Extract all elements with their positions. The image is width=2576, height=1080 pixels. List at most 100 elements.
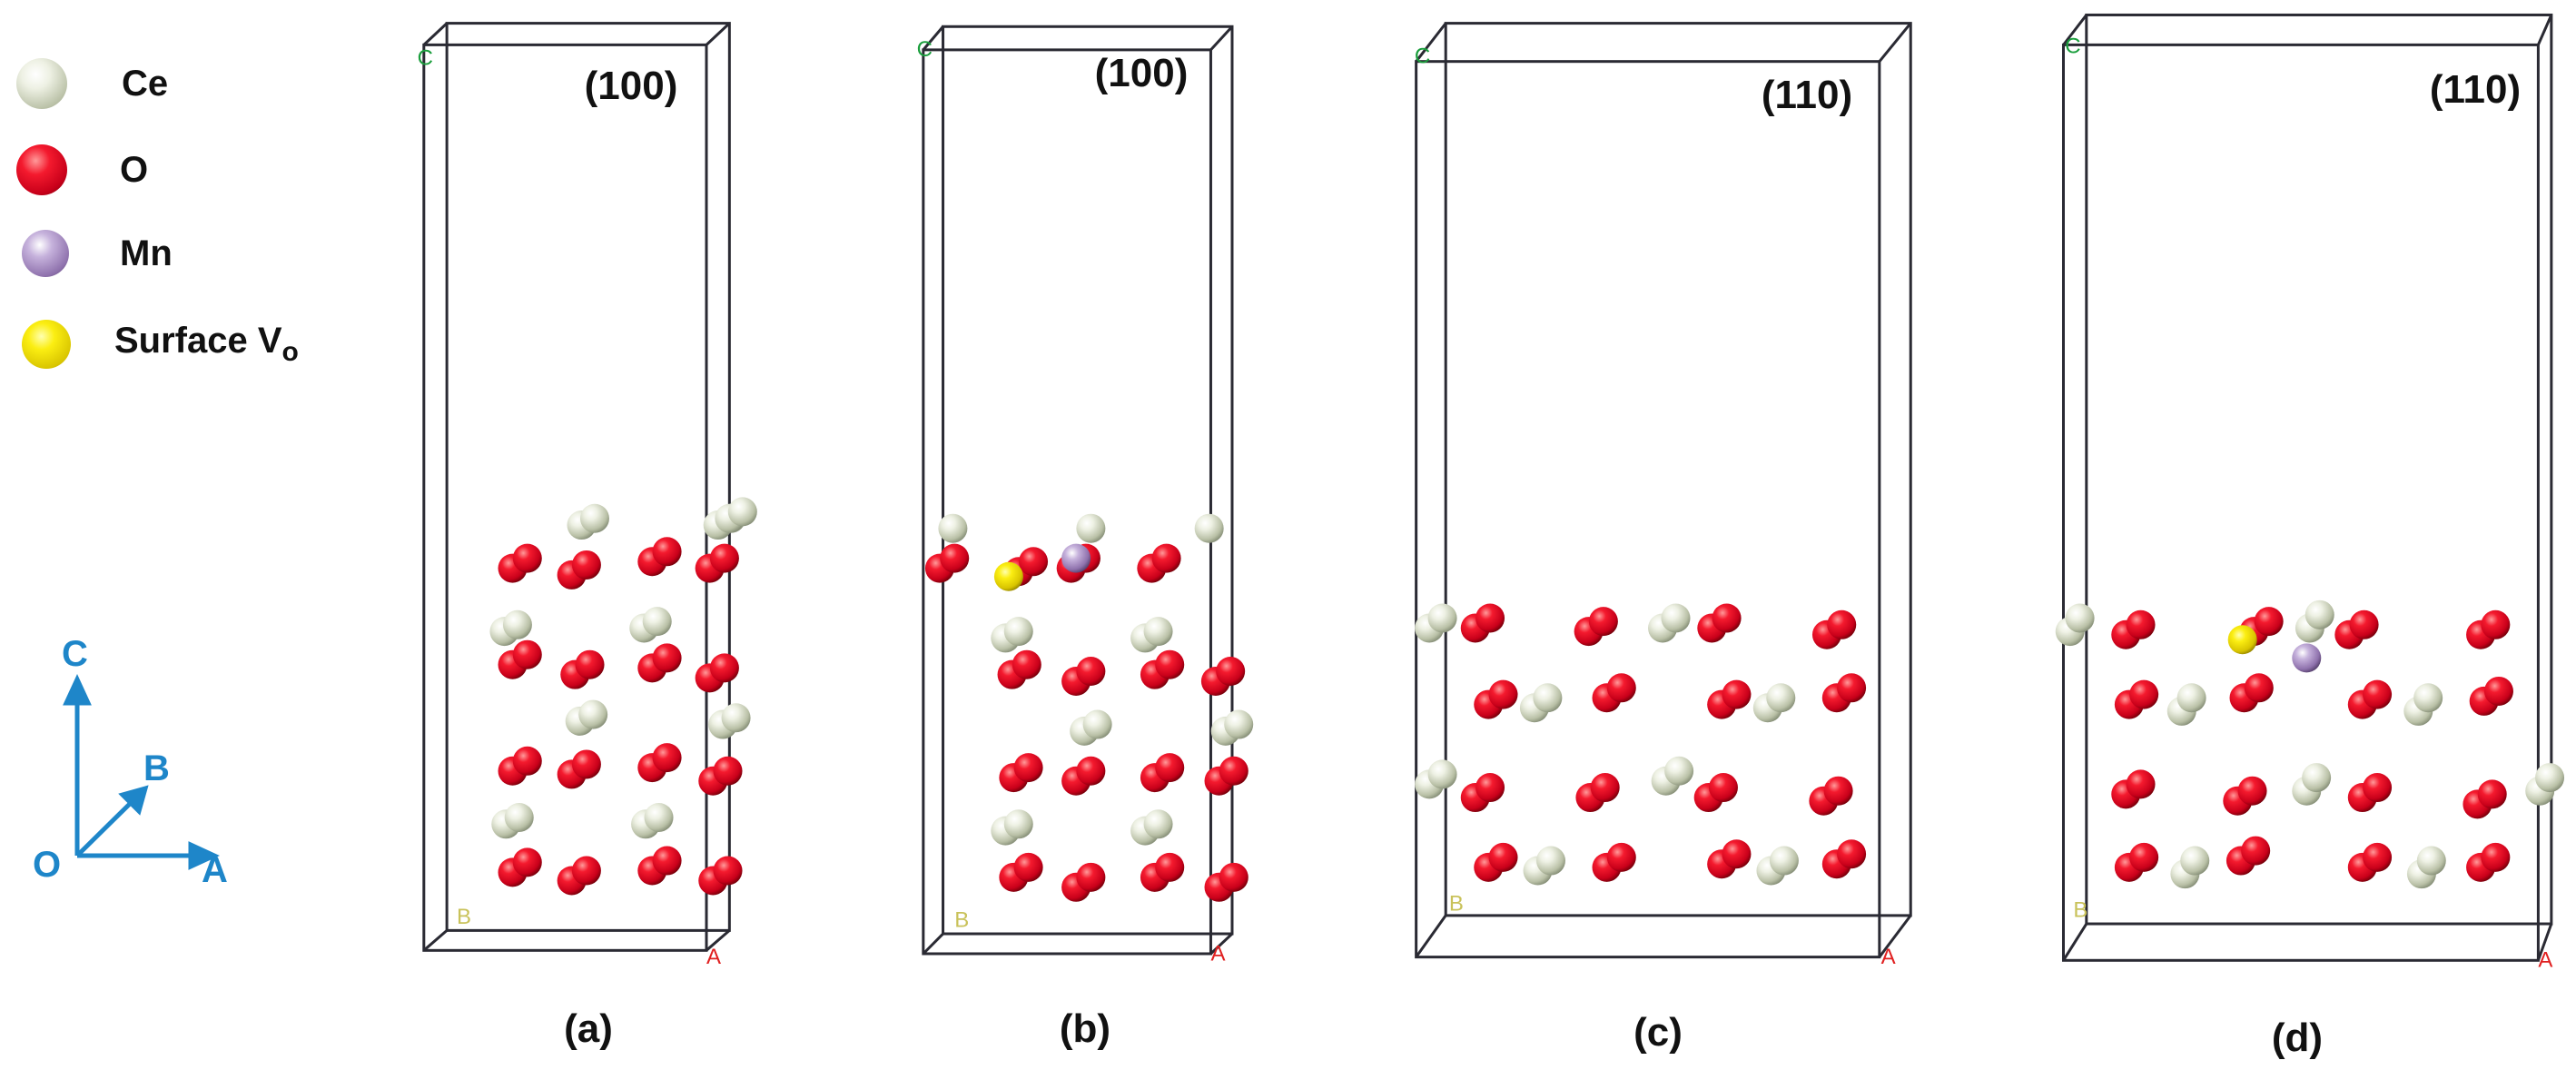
o-atom [2481, 842, 2511, 872]
o-atom [512, 746, 542, 776]
cell-front-face [1415, 60, 1881, 959]
o-atom [2241, 836, 2271, 866]
o-atom [2126, 769, 2156, 799]
c-axis-arrowhead [63, 674, 92, 706]
cell-edge [1209, 932, 1234, 956]
atom-layer [489, 497, 2565, 902]
o-atom [1076, 657, 1106, 687]
o-atom [2237, 776, 2267, 806]
o-atom [1722, 839, 1752, 869]
o-atom [652, 537, 682, 567]
legend-label-surface-vacancy-main: Surface V [114, 321, 282, 361]
ce-atom [2302, 763, 2332, 793]
o-atom [652, 846, 682, 876]
legend-mn: Mn [22, 230, 173, 277]
cell-front-face [422, 43, 708, 952]
cell-axis-label-c: C [917, 37, 933, 62]
facet-label-d: (110) [2429, 67, 2522, 112]
cell-axis-label-a: A [1210, 941, 1225, 966]
cell-edge [422, 22, 449, 46]
ce-atom [1427, 759, 1457, 789]
ce-atom [1003, 617, 1033, 647]
axis-label-c: C [62, 634, 88, 674]
cell-back-face [1444, 22, 1912, 917]
o-atom [1588, 607, 1618, 637]
legend-label-mn: Mn [120, 233, 173, 273]
o-atom [2349, 609, 2379, 639]
facet-label-c: (110) [1761, 73, 1853, 117]
o-atom [1076, 862, 1106, 892]
o-atom-icon [16, 144, 67, 195]
cell-axis-label-a: A [2538, 948, 2552, 973]
o-atom [2477, 779, 2507, 809]
surface-vacancy-atom [2227, 625, 2257, 655]
legend-surface-vacancy: Surface Vo [22, 320, 299, 369]
o-atom [1155, 852, 1185, 882]
o-atom [1712, 603, 1742, 633]
o-atom [713, 756, 743, 786]
ce-atom [2416, 846, 2446, 876]
o-atom [2481, 609, 2511, 639]
ce-atom [1224, 709, 1254, 739]
axis-triad-svg [63, 674, 220, 870]
o-atom [1012, 649, 1041, 679]
o-atom [2363, 679, 2393, 709]
cell-edge [1878, 22, 1912, 63]
o-atom [1476, 603, 1505, 633]
o-atom [2126, 609, 2156, 639]
ce-atom [1082, 709, 1112, 739]
cell-edge [1415, 915, 1447, 958]
o-atom [571, 550, 601, 580]
o-atom [940, 543, 970, 573]
b-axis-arrow [75, 796, 138, 857]
panel-caption-b: (b) [1059, 1006, 1111, 1051]
o-atom [1013, 852, 1043, 882]
o-atom [1488, 842, 1518, 872]
o-atom [2483, 676, 2513, 706]
o-atom [652, 743, 682, 773]
o-atom [1708, 773, 1738, 803]
legend-label-surface-vacancy-sub: o [281, 337, 299, 367]
ce-atom [1143, 617, 1173, 647]
ce-atom [1766, 683, 1796, 713]
cell-edge [2062, 923, 2088, 962]
o-atom [1019, 547, 1049, 577]
o-atom [713, 856, 743, 886]
cell-axis-label-b: B [1449, 891, 1464, 916]
cell-edge [922, 25, 944, 51]
ce-atom [1664, 756, 1694, 786]
facet-label-a: (100) [584, 64, 678, 108]
cell-edge [2062, 14, 2088, 46]
o-atom [1823, 776, 1853, 806]
unit-cell-frame-b [922, 25, 1234, 956]
o-atom [1837, 839, 1867, 869]
panel-caption-d: (d) [2271, 1016, 2324, 1060]
o-atom [709, 653, 739, 683]
ce-atom [1003, 809, 1033, 839]
o-atom [512, 847, 542, 877]
cell-axis-label-c: C [418, 45, 433, 70]
ce-atom [1533, 683, 1563, 713]
ce-atom [1427, 603, 1457, 633]
vacancy-atom-icon [22, 320, 71, 369]
o-atom [709, 543, 739, 573]
ce-atom [578, 699, 608, 729]
o-atom [2244, 673, 2274, 703]
o-atom [1155, 649, 1185, 679]
legend-label-o: O [120, 149, 149, 190]
ce-atom [1535, 846, 1565, 876]
o-atom [2363, 773, 2393, 803]
cell-axis-label-c: C [2065, 35, 2080, 59]
o-atom [1013, 753, 1043, 783]
cell-axis-label-a: A [1881, 945, 1896, 969]
axis-label-origin: O [33, 845, 62, 885]
cell-axis-label-b: B [457, 905, 471, 929]
ce-atom [644, 802, 674, 832]
o-atom [512, 639, 542, 669]
o-atom [1722, 679, 1752, 709]
ce-atom [1143, 809, 1173, 839]
cell-edge [706, 929, 731, 952]
cell-front-face [2061, 43, 2540, 962]
